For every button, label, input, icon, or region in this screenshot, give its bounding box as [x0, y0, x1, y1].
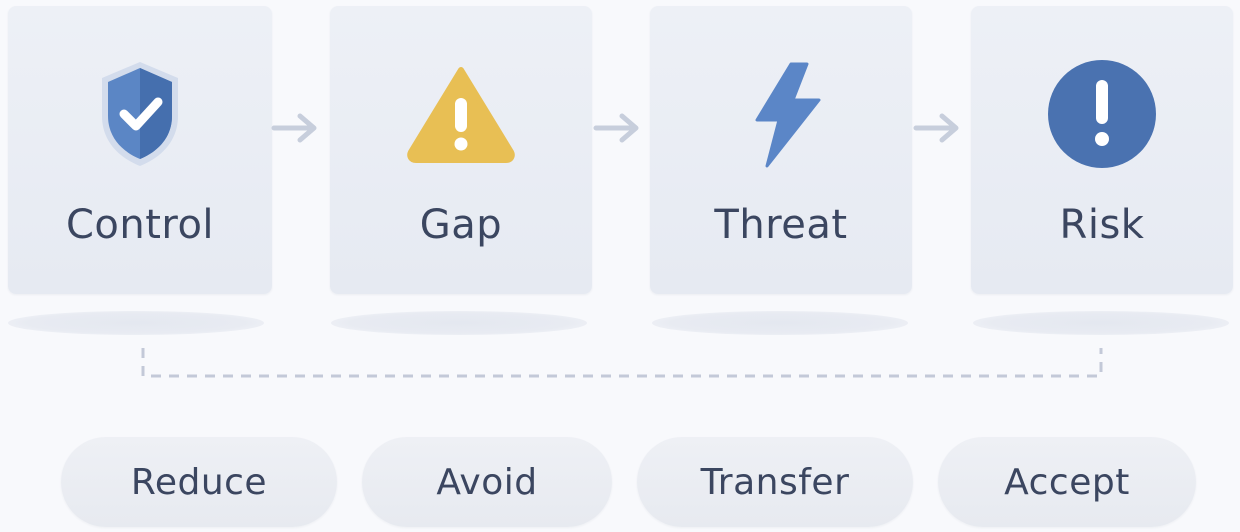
gap-card: Gap: [330, 6, 592, 294]
risk-label: Risk: [1059, 202, 1145, 248]
arrow-right-icon: [271, 113, 317, 143]
treatment-accept: Accept: [938, 437, 1196, 527]
arrow-right-icon: [593, 113, 639, 143]
card-shadow: [331, 311, 587, 335]
treatment-transfer: Transfer: [637, 437, 913, 527]
control-label: Control: [65, 202, 215, 248]
threat-label: Threat: [714, 202, 848, 248]
treatment-avoid: Avoid: [362, 437, 612, 527]
treatment-reduce: Reduce: [61, 437, 337, 527]
shield-check-icon: [80, 54, 200, 174]
warning-triangle-icon: [401, 54, 521, 174]
lightning-bolt-icon: [721, 54, 841, 174]
control-card: Control: [8, 6, 272, 294]
card-shadow: [8, 311, 264, 335]
gap-label: Gap: [419, 202, 503, 248]
card-shadow: [973, 311, 1229, 335]
card-shadow: [652, 311, 908, 335]
threat-card: Threat: [650, 6, 912, 294]
arrow-right-icon: [913, 113, 959, 143]
risk-card: Risk: [971, 6, 1233, 294]
exclamation-circle-icon: [1042, 54, 1162, 174]
dashed-connector: [141, 348, 1103, 378]
